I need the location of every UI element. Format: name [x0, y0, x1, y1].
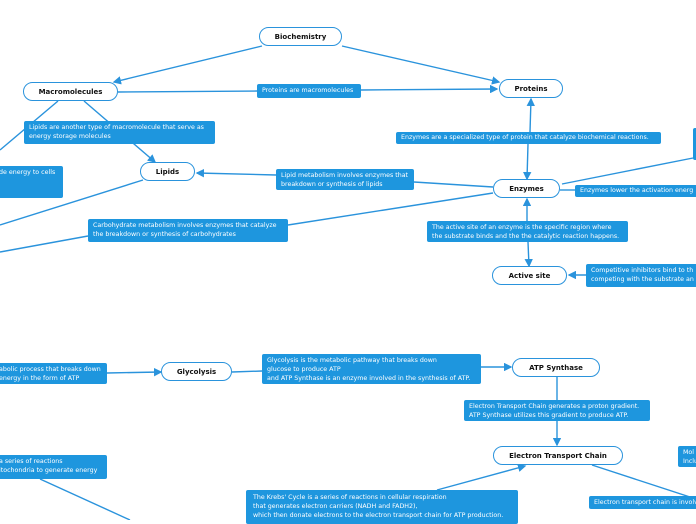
connector-line [231, 370, 263, 373]
connector-line [524, 241, 533, 268]
connector-line [0, 179, 144, 226]
connector-line [341, 45, 501, 85]
label-enzymes-lower-activation[interactable]: Enzymes lower the activation energ [575, 185, 696, 197]
label-lipid-metabolism[interactable]: Lipid metabolism involves enzymes that b… [276, 169, 414, 190]
connector-line [561, 157, 694, 185]
connector-line [112, 45, 263, 85]
node-atp-synthase[interactable]: ATP Synthase [512, 358, 600, 377]
node-biochemistry[interactable]: Biochemistry [259, 27, 342, 46]
connector-line [106, 367, 163, 377]
label-etc-involved[interactable]: Electron transport chain is involv [589, 496, 696, 509]
connector-line [523, 143, 532, 181]
connector-line [526, 97, 535, 133]
connector-line [287, 192, 494, 226]
label-lipids-macromolecule[interactable]: Lipids are another type of macromolecule… [24, 121, 215, 144]
label-mol-inclu[interactable]: Mol Inclu [678, 446, 696, 467]
label-right-edge[interactable] [693, 128, 696, 160]
label-carbohydrate-metabolism[interactable]: Carbohydrate metabolism involves enzymes… [88, 219, 288, 242]
label-active-site-definition[interactable]: The active site of an enzyme is the spec… [427, 221, 628, 242]
connector-line [117, 90, 258, 93]
connector-line [0, 235, 89, 253]
label-series-of-reactions[interactable]: a series of reactions itochondria to gen… [0, 455, 107, 479]
node-glycolysis[interactable]: Glycolysis [161, 362, 232, 381]
label-glycolysis-definition[interactable]: Glycolysis is the metabolic pathway that… [262, 354, 481, 384]
connector-line [39, 478, 131, 520]
label-proteins-macromolecules[interactable]: Proteins are macromolecules [257, 84, 361, 98]
label-competitive-inhibitors[interactable]: Competitive inhibitors bind to th compet… [586, 264, 696, 287]
connector-line [360, 84, 499, 94]
label-metabolic-process[interactable]: abolic process that breaks down energy i… [0, 363, 107, 384]
connector-line [413, 181, 494, 188]
node-active-site[interactable]: Active site [492, 266, 567, 285]
node-macromolecules[interactable]: Macromolecules [23, 82, 118, 101]
connector-line [195, 168, 277, 178]
label-energy-to-cells[interactable]: de energy to cells [0, 166, 63, 198]
label-etc-proton-gradient[interactable]: Electron Transport Chain generates a pro… [464, 400, 650, 421]
connector-line [436, 463, 527, 491]
connector-line [591, 464, 696, 500]
label-enzymes-protein[interactable]: Enzymes are a specialized type of protei… [396, 132, 661, 144]
label-krebs-cycle[interactable]: The Krebs' Cycle is a series of reaction… [246, 490, 518, 524]
node-enzymes[interactable]: Enzymes [493, 179, 560, 198]
node-proteins[interactable]: Proteins [499, 79, 563, 98]
node-lipids[interactable]: Lipids [140, 162, 195, 181]
node-electron-transport-chain[interactable]: Electron Transport Chain [493, 446, 623, 465]
